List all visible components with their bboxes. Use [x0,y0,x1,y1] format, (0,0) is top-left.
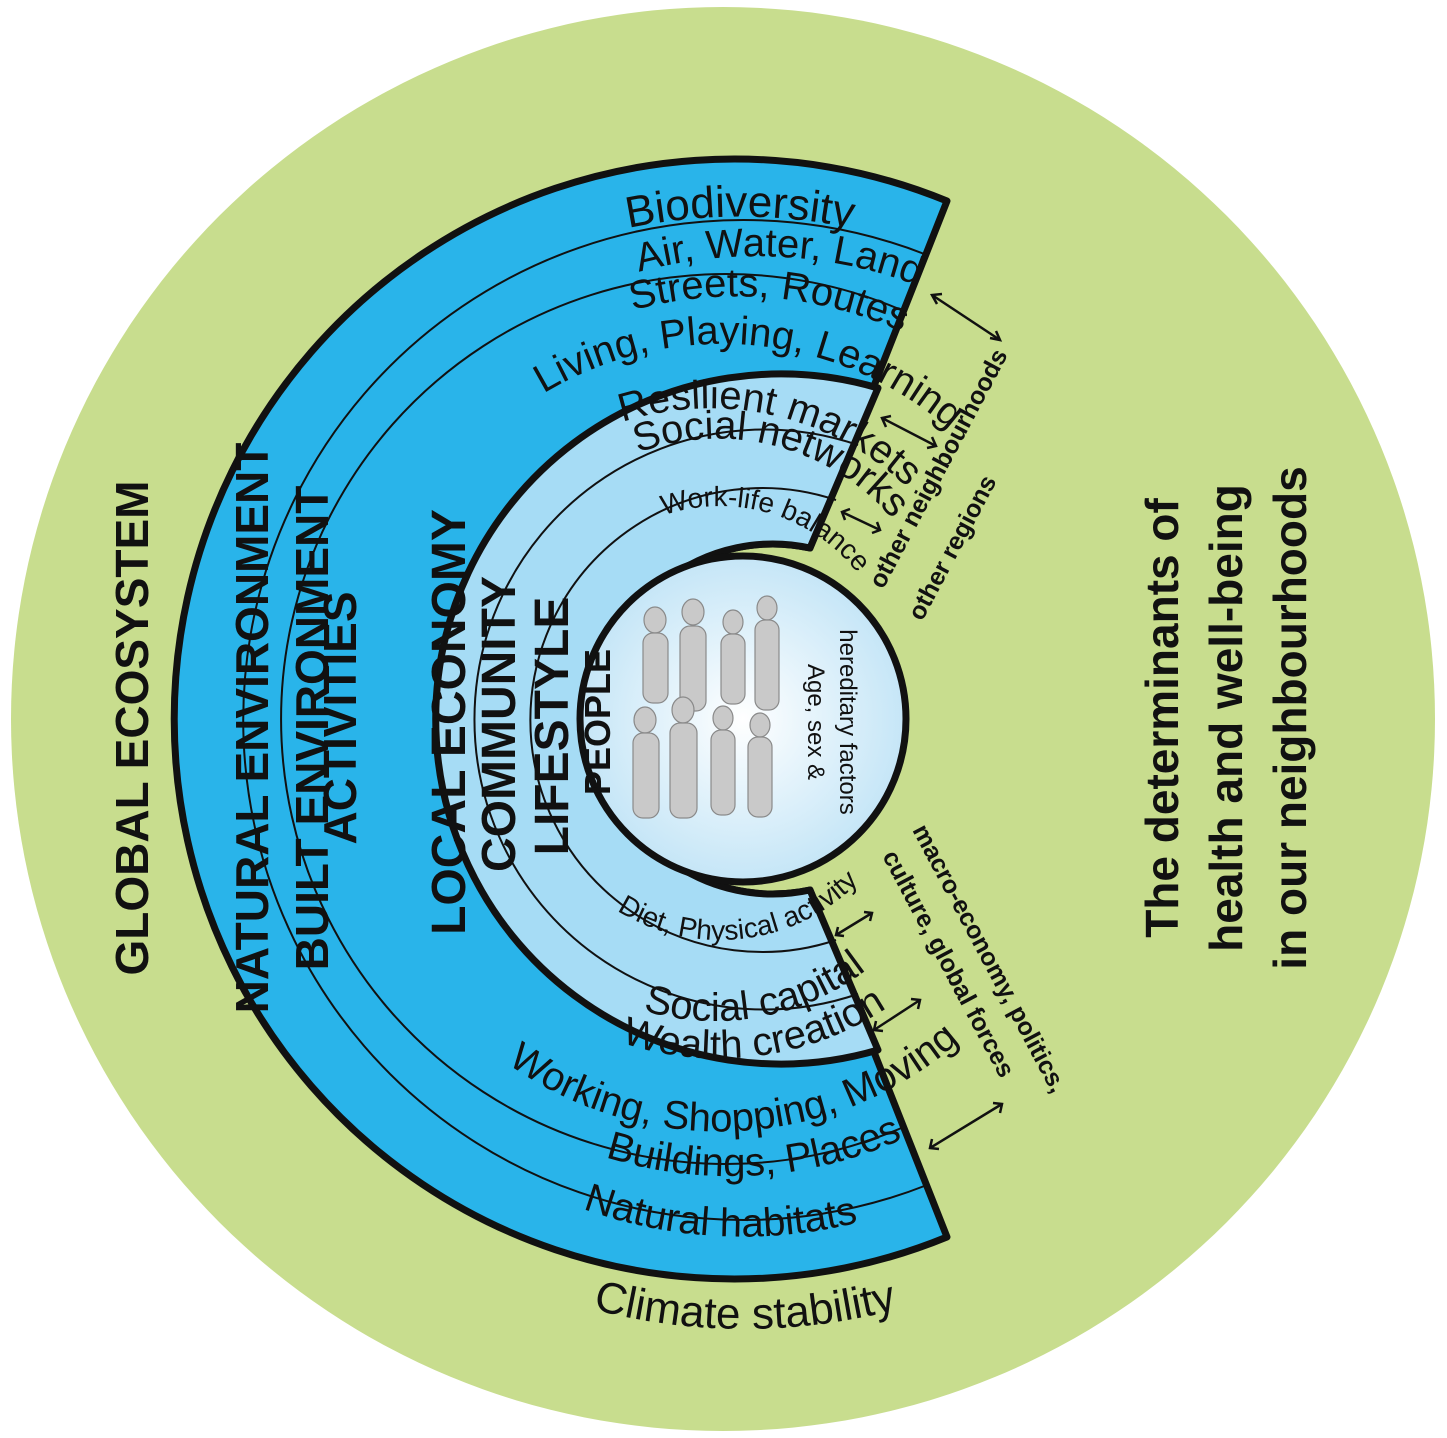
global-ecosystem-label: GLOBAL ECOSYSTEM [106,481,158,976]
hereditary-factors-label: hereditary factors [834,629,861,814]
age-sex-label: Age, sex & [802,664,829,780]
title-line-3: in our neighbourhoods [1264,466,1316,969]
title-line-1: The determinants of [1136,498,1188,938]
lifestyle-label: LIFESTYLE [526,597,579,856]
people-label: PEOPLE [577,649,618,795]
people-silhouettes-icon [632,595,780,819]
activities-label: ACTIVITIES [314,591,366,844]
local-economy-label: LOCAL ECONOMY [423,509,476,935]
natural-environment-label: NATURAL ENVIRONMENT [226,443,278,1014]
community-label: COMMUNITY [473,576,526,872]
connection-arrows [834,292,1004,1151]
built-environment-label: BUILT ENVIRONMENT [286,486,338,971]
divider-arcs [242,219,928,1221]
title-line-2: health and well-being [1200,484,1252,952]
